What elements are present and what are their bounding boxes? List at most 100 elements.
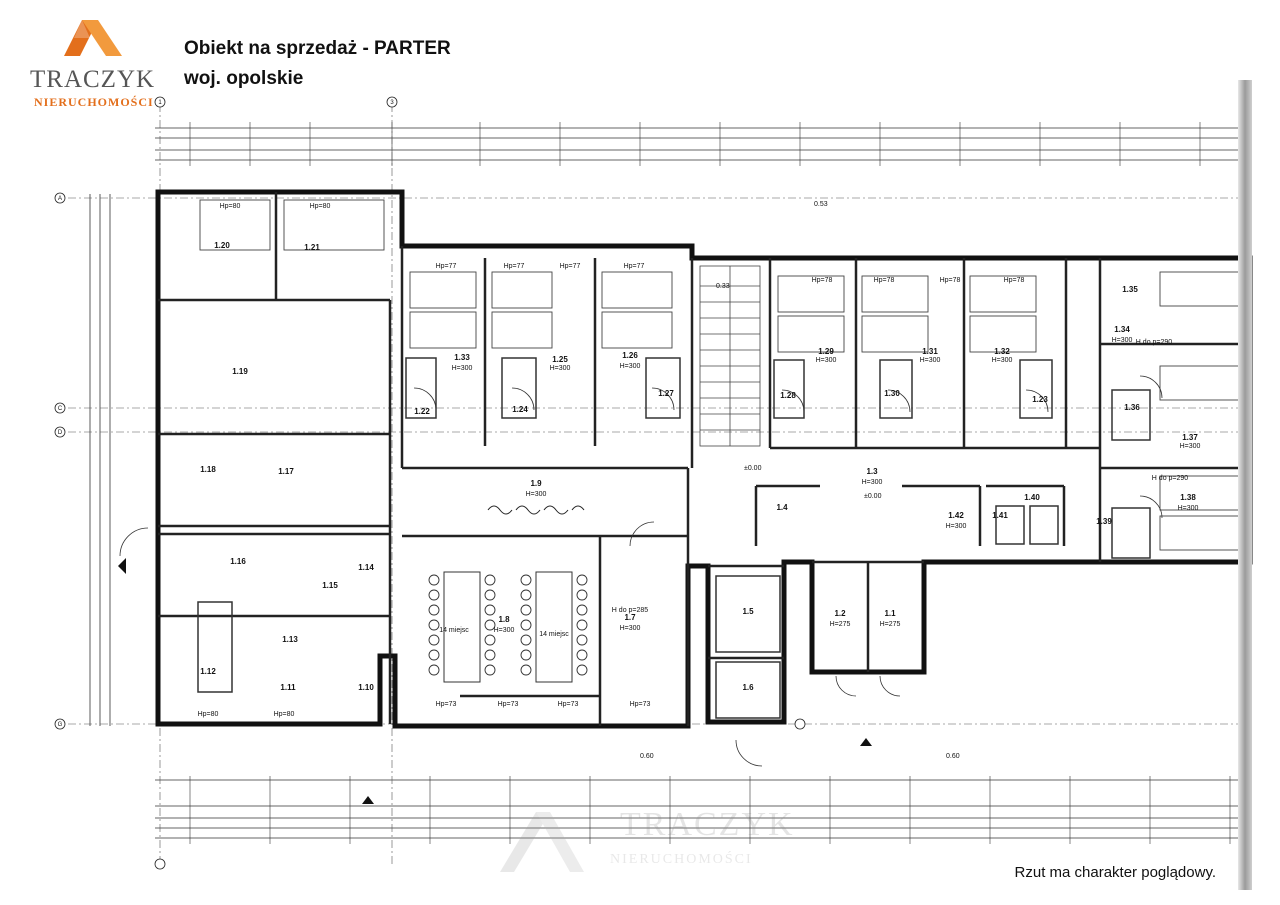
chair-symbol	[484, 604, 496, 616]
chair-symbol	[428, 619, 440, 631]
height-label: Hp=77	[504, 263, 525, 270]
room-label: 1.40	[1024, 493, 1040, 502]
height-label: Hp=73	[498, 701, 519, 708]
height-label: Hp=73	[630, 701, 651, 708]
height-label: H=300	[1112, 337, 1133, 344]
title-line-1: Obiekt na sprzedaż - PARTER	[184, 38, 451, 59]
room-label: 1.42	[948, 511, 964, 520]
height-label: H=300	[946, 523, 967, 530]
height-label: Hp=77	[436, 263, 457, 270]
room-label: 1.37	[1182, 433, 1198, 442]
room-label: 1.33	[454, 353, 470, 362]
height-label: H=300	[620, 625, 641, 632]
chair-symbol	[428, 589, 440, 601]
room-label: 1.8	[498, 615, 510, 624]
height-label: H=300	[992, 357, 1013, 364]
chair-symbol	[520, 649, 532, 661]
height-label: H do p=290	[1136, 339, 1172, 346]
room-label: 1.31	[922, 347, 938, 356]
room-label: 1.30	[884, 389, 900, 398]
watermark-brand-subtitle: NIERUCHOMOŚCI	[610, 852, 753, 867]
room-label: 1.12	[200, 667, 216, 676]
level-marker-5: 0.60	[640, 753, 654, 760]
chair-symbol	[428, 574, 440, 586]
axis-label-g: G	[58, 722, 63, 728]
height-label: Hp=78	[874, 277, 895, 284]
height-label: Hp=77	[560, 263, 581, 270]
chair-symbol	[484, 649, 496, 661]
height-label: Hp=80	[310, 203, 331, 210]
chair-symbol	[576, 634, 588, 646]
brand-subtitle: NIERUCHOMOŚCI	[34, 95, 154, 109]
chair-symbol	[484, 634, 496, 646]
room-label: 1.11	[280, 683, 296, 692]
height-label: H=300	[550, 365, 571, 372]
places-label: 14 miejsc	[539, 631, 569, 638]
level-marker-4: ±0.00	[864, 493, 882, 500]
axis-label-d: D	[58, 430, 63, 436]
brand-name: TRACZYK	[30, 66, 156, 93]
room-label: 1.18	[200, 465, 216, 474]
floor-plan-drawing: 1 3 A C D G 0.53 0.33 ±0.00 ±0.00 0.60 0…	[54, 96, 1253, 870]
room-label: 1.38	[1180, 493, 1196, 502]
chair-symbol	[520, 589, 532, 601]
level-marker-6: 0.60	[946, 753, 960, 760]
height-label: Hp=80	[274, 711, 295, 718]
height-label: H=300	[526, 491, 547, 498]
room-label: 1.19	[232, 367, 248, 376]
axis-label-c: C	[58, 406, 63, 412]
chair-symbol	[576, 619, 588, 631]
chair-symbol	[428, 604, 440, 616]
height-label: H=275	[880, 621, 901, 628]
chair-symbol	[576, 604, 588, 616]
scan-edge-strip	[1238, 80, 1252, 890]
traczyk-logo-mark	[64, 20, 122, 56]
room-label: 1.2	[834, 609, 846, 618]
room-label: 1.21	[304, 243, 320, 252]
chair-symbol	[520, 574, 532, 586]
chair-symbol	[484, 619, 496, 631]
height-label: Hp=73	[558, 701, 579, 708]
height-label: Hp=80	[198, 711, 219, 718]
room-label: 1.27	[658, 389, 674, 398]
chair-symbol	[576, 664, 588, 676]
room-label: 1.36	[1124, 403, 1140, 412]
room-label: 1.28	[780, 391, 796, 400]
room-label: 1.39	[1096, 517, 1112, 526]
room-label: 1.15	[322, 581, 338, 590]
room-label: 1.23	[1032, 395, 1048, 404]
chair-symbol	[576, 589, 588, 601]
room-label: 1.29	[818, 347, 834, 356]
room-label: 1.25	[552, 355, 568, 364]
chair-symbol	[428, 634, 440, 646]
axis-label-3: 3	[390, 100, 394, 106]
watermark-brand-name: TRACZYK	[620, 806, 795, 843]
chair-symbol	[520, 664, 532, 676]
height-label: H do p=290	[1152, 475, 1188, 482]
height-label: H=275	[830, 621, 851, 628]
room-label: 1.14	[358, 563, 374, 572]
title-line-2: woj. opolskie	[184, 68, 304, 89]
height-label: H=300	[620, 363, 641, 370]
height-label: Hp=78	[1004, 277, 1025, 284]
room-label: 1.9	[530, 479, 542, 488]
axis-label-1: 1	[158, 100, 162, 106]
room-label: 1.1	[884, 609, 896, 618]
level-marker-2: 0.33	[716, 283, 730, 290]
chair-symbol	[520, 619, 532, 631]
room-label: 1.20	[214, 241, 230, 250]
height-label: Hp=77	[624, 263, 645, 270]
chair-symbol	[484, 589, 496, 601]
axis-label-a: A	[58, 196, 62, 202]
height-label: H do p=285	[612, 607, 648, 614]
chair-symbol	[576, 574, 588, 586]
height-label: Hp=80	[220, 203, 241, 210]
chair-symbol	[484, 574, 496, 586]
room-label: 1.35	[1122, 285, 1138, 294]
page-title: Obiekt na sprzedaż - PARTER woj. opolski…	[184, 34, 451, 94]
chair-symbol	[428, 664, 440, 676]
height-label: H=300	[494, 627, 515, 634]
room-label: 1.3	[866, 467, 878, 476]
chair-symbol	[576, 649, 588, 661]
room-label: 1.6	[742, 683, 754, 692]
